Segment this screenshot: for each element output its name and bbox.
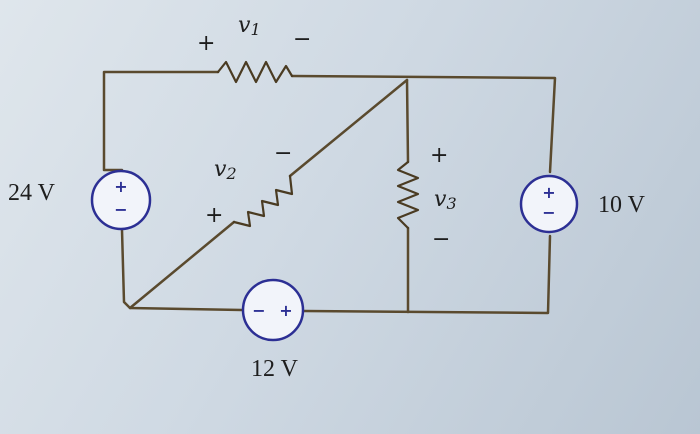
source-circle-bottom (241, 278, 305, 342)
source-bottom-plus: + (279, 301, 292, 320)
v3-minus-sign: − (432, 227, 450, 252)
wire-left-lower (120, 228, 244, 312)
source-circle-right (519, 174, 579, 234)
voltage-source-24v: + − (90, 169, 152, 231)
source-right-value: 10 V (598, 192, 646, 218)
v2-label: v2 (214, 157, 237, 183)
source-left-minus: − (114, 200, 127, 219)
source-bottom-minus: − (252, 301, 265, 320)
v1-label: v1 (238, 13, 261, 39)
source-right-minus: − (542, 203, 555, 222)
source-circle-left (90, 169, 152, 231)
wires (102, 70, 557, 315)
v2-plus-sign: + (205, 203, 223, 228)
wire-top-left (102, 70, 220, 172)
voltage-source-12v: − + (241, 278, 305, 342)
source-left-plus: + (114, 177, 127, 196)
source-left-value: 24 V (8, 180, 56, 206)
wire-top-right (290, 74, 557, 174)
v3-plus-sign: + (430, 143, 448, 168)
resistor-v1 (216, 60, 294, 84)
voltage-source-10v: + − (519, 174, 579, 234)
wire-diagonal-lower (128, 220, 236, 310)
v2-minus-sign: − (274, 141, 292, 166)
wire-diagonal-upper (288, 78, 409, 178)
wire-bottom-right (302, 234, 552, 315)
resistor-v2 (232, 174, 294, 228)
v3-label: v3 (434, 187, 457, 213)
source-bottom-value: 12 V (251, 356, 299, 382)
resistor-v3 (396, 160, 420, 230)
source-right-plus: + (542, 183, 555, 202)
wire-mid-vertical (405, 78, 410, 164)
v1-plus-sign: + (197, 31, 215, 56)
v1-minus-sign: − (293, 27, 311, 52)
